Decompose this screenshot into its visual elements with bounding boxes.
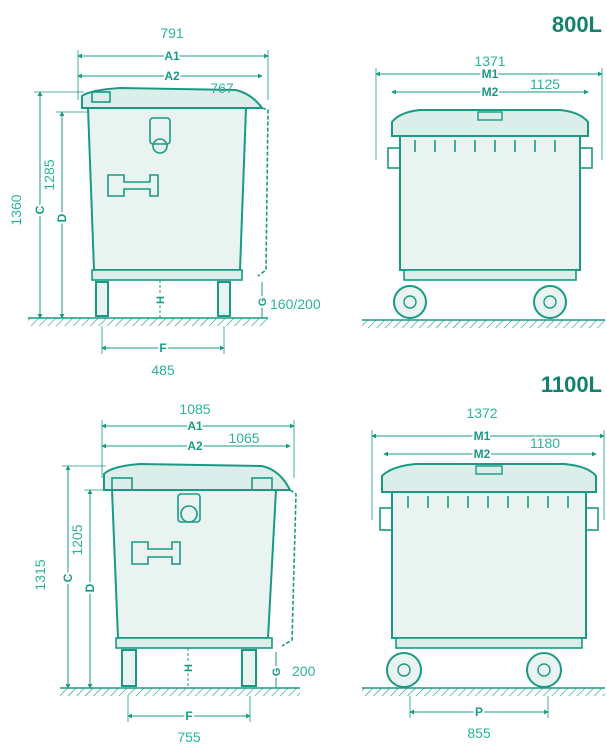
lid-handle (475, 465, 503, 475)
p-label: P (475, 705, 483, 719)
f-label: F (159, 341, 166, 355)
side-hook (149, 117, 171, 145)
wheel-right (526, 652, 562, 688)
h-label: H (155, 296, 167, 304)
front-body (391, 491, 587, 639)
lid-handle-left (111, 477, 133, 491)
a1-label: A1 (187, 419, 203, 433)
a2-value: 767 (210, 80, 234, 96)
m2-value: 1125 (530, 76, 560, 92)
wheel-left (121, 649, 137, 687)
front-lid (381, 463, 597, 493)
top-width-value: 791 (160, 25, 184, 41)
a2-label: A2 (187, 439, 203, 453)
a2-value: 1065 (228, 430, 259, 446)
side-handle (131, 541, 181, 565)
section-title: 1100L (541, 372, 602, 397)
section-title: 800L (552, 12, 602, 37)
side-view: 791 A1 A2 767 1360 C 1285 D H G 160/200 … (8, 25, 321, 378)
m2-value: 1180 (530, 435, 560, 451)
p-value: 855 (467, 725, 491, 741)
side-handle (107, 174, 159, 197)
lid-rear (281, 489, 297, 647)
f-value: 485 (151, 362, 175, 378)
c-value: 1315 (32, 559, 48, 590)
m2-label: M2 (474, 447, 491, 461)
d-value: 1285 (41, 159, 57, 190)
section-1100l: 1100L 1085 A1 A2 1065 (32, 372, 605, 745)
wheel-right (241, 649, 257, 687)
front-base (403, 269, 577, 281)
top-width-value: 1085 (179, 401, 210, 417)
bin-base (91, 269, 243, 281)
m1-label: M1 (474, 429, 491, 443)
lid-rear (257, 107, 269, 277)
wheel-right (533, 285, 567, 319)
ground-hatch (362, 320, 605, 328)
side-hook-left (387, 147, 401, 169)
c-label: C (33, 205, 47, 214)
side-view: 1085 A1 A2 1065 1315 C 1205 D H G 200 F … (32, 401, 316, 745)
g-value: 160/200 (270, 296, 321, 312)
f-value: 755 (177, 729, 201, 745)
lid-handle (477, 111, 503, 121)
wheel-left (95, 281, 109, 317)
front-view: 1372 M1 M2 1180 P 855 (362, 405, 605, 741)
c-label: C (61, 573, 75, 582)
lid-handle-right (251, 477, 273, 491)
g-label: G (271, 668, 283, 677)
bin-lid (81, 86, 264, 109)
m2-label: M2 (482, 85, 499, 99)
m1-value: 1372 (466, 405, 497, 421)
f-label: F (185, 709, 192, 723)
front-lid (391, 109, 589, 137)
a1-label: A1 (164, 49, 180, 63)
wheel-left (386, 652, 422, 688)
bin-body (86, 107, 248, 271)
front-base (395, 637, 583, 649)
lid-handle-left (91, 91, 111, 103)
side-hook-pivot (152, 138, 168, 154)
side-hook-right (579, 147, 593, 169)
a2-label: A2 (164, 69, 180, 83)
d-value: 1205 (69, 524, 85, 555)
front-view: 1371 M1 M2 1125 (362, 53, 605, 328)
side-hook-left (379, 507, 393, 531)
section-800l: 800L 791 (8, 12, 605, 378)
wheel-left (393, 285, 427, 319)
ground-hatch (60, 688, 300, 696)
front-body (399, 135, 581, 271)
side-hook-pivot (180, 505, 198, 523)
ground-hatch (28, 318, 268, 326)
g-value: 200 (292, 663, 316, 679)
side-hook-right (585, 507, 599, 531)
g-label: G (257, 298, 269, 307)
ground-hatch (362, 688, 605, 696)
m1-value: 1371 (474, 53, 505, 69)
m1-label: M1 (482, 67, 499, 81)
bin-lid (103, 462, 292, 491)
h-label: H (183, 664, 195, 672)
d-label: D (83, 583, 97, 592)
bin-base (115, 637, 273, 649)
wheel-right (217, 281, 231, 317)
d-label: D (55, 213, 69, 222)
c-value: 1360 (8, 194, 24, 225)
